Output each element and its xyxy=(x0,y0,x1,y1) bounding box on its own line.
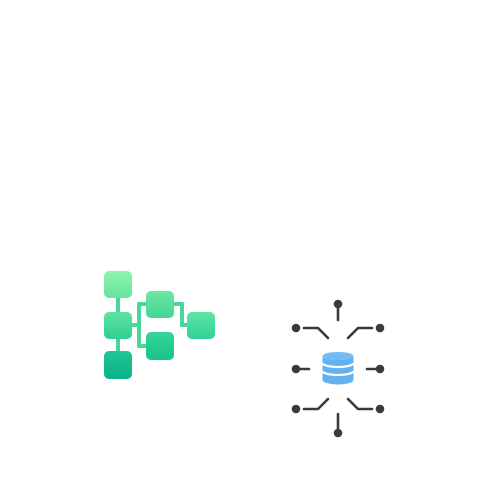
hierarchy-diagram-icon xyxy=(104,271,215,379)
node-box xyxy=(187,312,215,339)
node-box xyxy=(146,291,174,318)
node-box xyxy=(104,271,132,298)
node-box xyxy=(146,332,174,360)
database-cylinder xyxy=(321,352,355,385)
node-box xyxy=(104,351,132,379)
database-network-icon xyxy=(291,299,385,438)
node-box xyxy=(104,312,132,339)
